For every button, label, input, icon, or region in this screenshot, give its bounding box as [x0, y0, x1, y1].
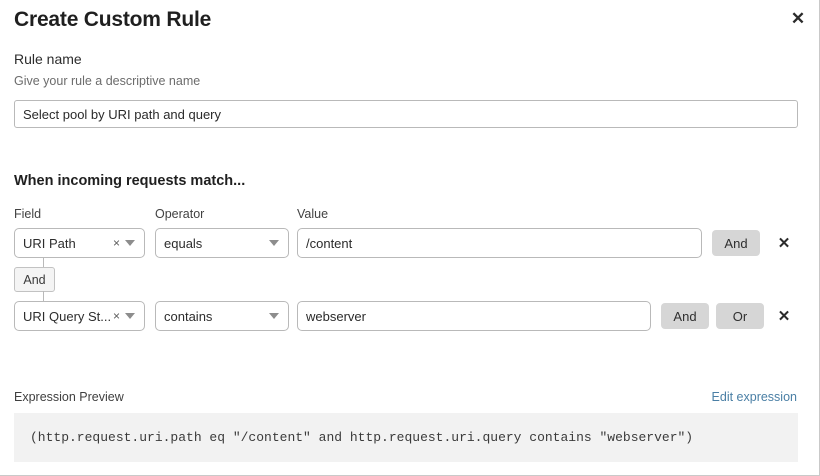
and-button-row-2[interactable]: And [661, 303, 709, 329]
column-header-operator: Operator [155, 207, 205, 221]
condition-row: URI Path × equals And ✕ [0, 228, 820, 258]
clear-icon[interactable]: × [112, 236, 120, 250]
delete-condition-icon-row-1[interactable]: ✕ [777, 234, 791, 252]
operator-select-1[interactable]: equals [155, 228, 289, 258]
rule-name-input[interactable] [14, 100, 798, 128]
value-input-1[interactable] [297, 228, 702, 258]
or-button-row-2[interactable]: Or [716, 303, 764, 329]
chevron-down-icon [269, 240, 279, 246]
connector-line-bottom [43, 291, 44, 301]
field-select-2-value: URI Query St... [23, 308, 111, 324]
field-select-1[interactable]: URI Path × [14, 228, 145, 258]
and-connector-badge[interactable]: And [14, 267, 55, 292]
rule-name-hint: Give your rule a descriptive name [14, 74, 201, 88]
rule-name-label: Rule name [14, 51, 82, 67]
expression-preview-label: Expression Preview [14, 390, 124, 404]
page-title: Create Custom Rule [14, 8, 212, 31]
value-input-2[interactable] [297, 301, 651, 331]
delete-condition-icon-row-2[interactable]: ✕ [777, 307, 791, 325]
condition-row: URI Query St... × contains And Or ✕ [0, 301, 820, 331]
field-select-1-value: URI Path [23, 235, 76, 251]
operator-select-1-value: equals [164, 235, 203, 251]
clear-icon[interactable]: × [112, 309, 120, 323]
operator-select-2-value: contains [164, 308, 213, 324]
and-button-row-1[interactable]: And [712, 230, 760, 256]
chevron-down-icon [125, 313, 135, 319]
column-header-value: Value [297, 207, 329, 221]
close-icon[interactable]: ✕ [790, 8, 806, 28]
operator-select-2[interactable]: contains [155, 301, 289, 331]
chevron-down-icon [125, 240, 135, 246]
match-section-heading: When incoming requests match... [14, 173, 246, 189]
field-select-2[interactable]: URI Query St... × [14, 301, 145, 331]
expression-preview-code: (http.request.uri.path eq "/content" and… [14, 413, 798, 462]
connector-line-top [43, 258, 44, 268]
edit-expression-link[interactable]: Edit expression [711, 390, 797, 404]
chevron-down-icon [269, 313, 279, 319]
column-header-field: Field [14, 207, 42, 221]
